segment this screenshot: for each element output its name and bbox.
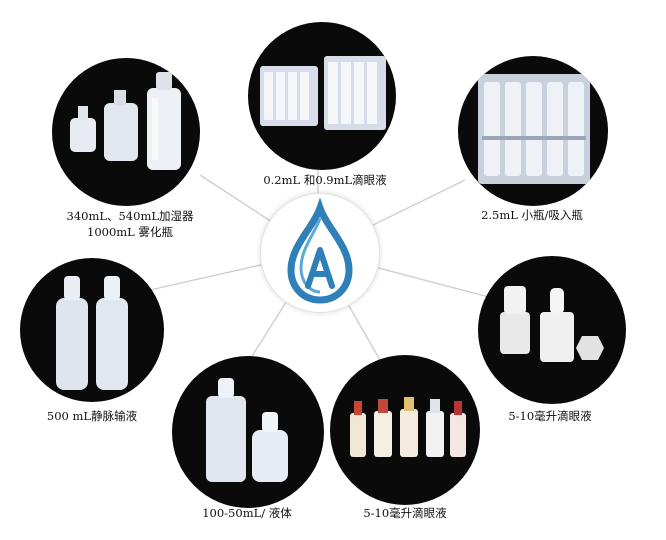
liquid-caption: 100-50mL/ 液体 xyxy=(202,506,292,520)
small-vial-photo xyxy=(458,56,608,206)
humidifier-bottles-image xyxy=(70,72,181,170)
eyedrop-bottle-right-caption: 5-10毫升滴眼液 xyxy=(508,409,592,423)
humidifier-photo xyxy=(52,58,200,206)
labeled-dropper-bottles-image xyxy=(350,397,466,457)
eyedrop-ampoule-photo xyxy=(248,22,396,170)
water-drop-letter-a-logo-icon xyxy=(287,197,353,304)
iv-bottles-image xyxy=(56,276,128,390)
eyedrop-bottle-right-photo xyxy=(478,256,626,404)
white-dropper-bottles-image xyxy=(500,286,604,362)
eyedrop-bottle-bottom-photo xyxy=(330,355,480,505)
liquid-bottles-image xyxy=(206,378,288,482)
humidifier-caption: 340mL、540mL加湿器 1000mL 雾化瓶 xyxy=(55,208,205,240)
eyedrop-ampoule-caption: 0.2mL 和0.9mL滴眼液 xyxy=(263,173,387,187)
ampoule-strips-image xyxy=(260,56,386,130)
small-vial-caption: 2.5mL 小瓶/吸入瓶 xyxy=(452,207,612,223)
iv-infusion-photo xyxy=(20,258,164,402)
humidifier-caption-line2: 1000mL 雾化瓶 xyxy=(87,225,173,239)
small-vial-caption-text: 2.5mL 小瓶/吸入瓶 xyxy=(481,208,583,222)
iv-infusion-caption: 500 mL静脉输液 xyxy=(46,409,138,423)
vial-strip-image xyxy=(478,74,590,184)
eyedrop-bottle-bottom-caption: 5-10毫升滴眼液 xyxy=(363,506,447,520)
center-logo xyxy=(260,193,380,313)
liquid-photo xyxy=(172,356,324,508)
humidifier-caption-line1: 340mL、540mL加湿器 xyxy=(66,209,194,223)
